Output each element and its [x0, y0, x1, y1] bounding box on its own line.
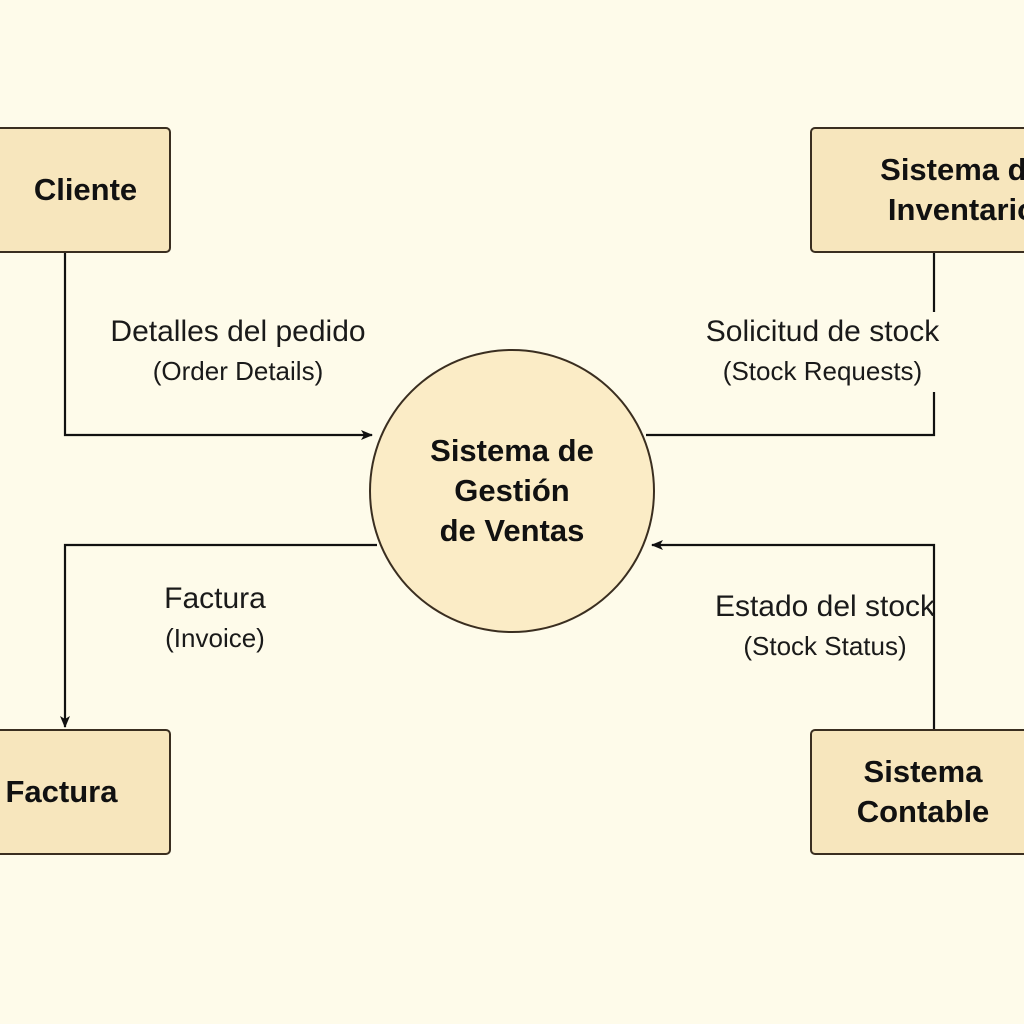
entity-cliente[interactable]: Cliente [0, 127, 171, 253]
flow-label-order-details: Detalles del pedido (Order Details) [58, 312, 418, 390]
flow-label-stock-status-main: Estado del stock [714, 590, 936, 623]
entity-factura[interactable]: Factura [0, 729, 171, 855]
flow-label-invoice-sub: (Invoice) [165, 623, 265, 653]
flow-label-order-details-main: Detalles del pedido [110, 315, 366, 348]
flow-label-stock-status: Estado del stock (Stock Status) [645, 587, 1005, 665]
flow-line-invoice [60, 543, 377, 728]
entity-factura-line-1: Factura [5, 774, 118, 809]
entity-cliente-line-1: Cliente [33, 172, 138, 207]
entity-inventario-line-2: Inventario [887, 192, 1024, 227]
entity-contable-line-1: Sistema [863, 754, 983, 789]
flow-label-stock-requests: Solicitud de stock (Stock Requests) [640, 312, 1005, 390]
entity-inventario-line-1: Sistema de [880, 152, 1024, 187]
flow-label-order-details-sub: (Order Details) [152, 356, 324, 386]
flow-label-invoice: Factura (Invoice) [85, 579, 345, 657]
process-line-1: Sistema de [430, 433, 594, 468]
process-line-3: de Ventas [439, 513, 585, 548]
flow-line-stock-requests [646, 392, 936, 437]
process-sistema-de-gestion-de-ventas[interactable]: Sistema de Gestión de Ventas [369, 349, 655, 633]
flow-line-order-details [63, 253, 373, 440]
flow-label-invoice-main: Factura [164, 582, 266, 615]
flow-label-stock-status-sub: (Stock Status) [743, 631, 907, 661]
entity-contable-line-2: Contable [856, 794, 990, 829]
entity-sistema-contable[interactable]: Sistema Contable [810, 729, 1024, 855]
flow-label-stock-requests-main: Solicitud de stock [705, 315, 940, 348]
entity-sistema-de-inventario[interactable]: Sistema de Inventario [810, 127, 1024, 253]
process-line-2: Gestión [454, 473, 570, 508]
flow-label-stock-requests-sub: (Stock Requests) [722, 356, 923, 386]
flow-line-stock-status [651, 540, 936, 729]
